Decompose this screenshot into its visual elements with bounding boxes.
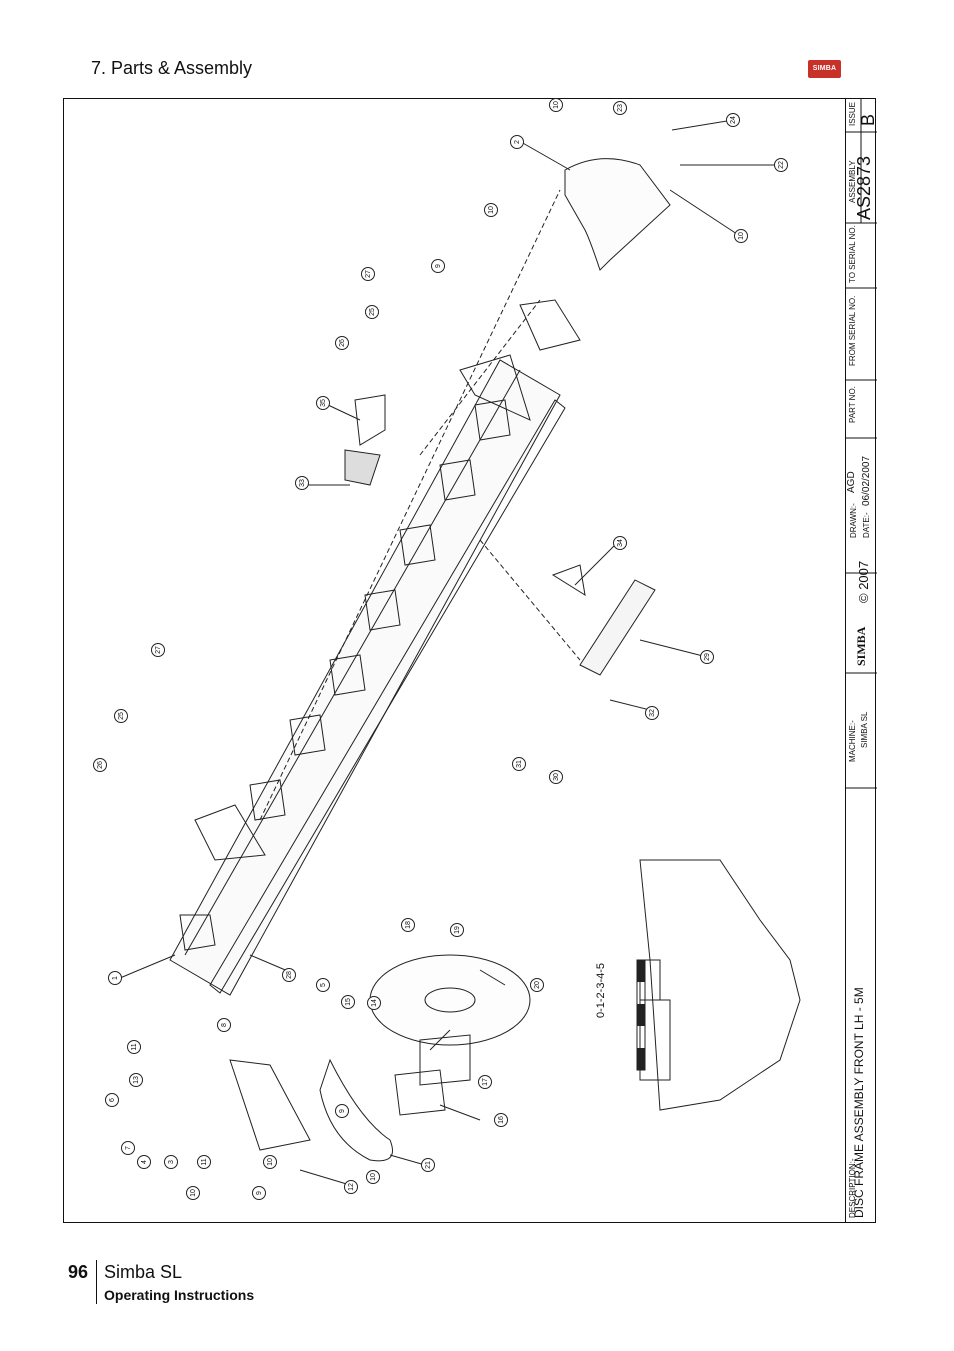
hub-17 — [419, 1034, 471, 1086]
disc-18 — [369, 954, 531, 1046]
bracket-35 — [354, 394, 386, 446]
disc-arm-8 — [229, 1059, 311, 1151]
callout-balloon: 9 — [431, 259, 445, 273]
date-label: DATE:- — [862, 512, 871, 538]
mounting-plate — [519, 299, 581, 351]
callout-balloon: 20 — [530, 978, 544, 992]
callout-balloon: 30 — [549, 770, 563, 784]
machine-label: MACHINE:- — [848, 720, 857, 762]
issue-label: ISSUE — [848, 101, 857, 126]
callout-balloon: 10 — [366, 1170, 380, 1184]
callout-balloon: 11 — [197, 1155, 211, 1169]
main-beam — [169, 359, 561, 996]
section-title: 7. Parts & Assembly — [91, 58, 253, 78]
callout-balloon: 3 — [164, 1155, 178, 1169]
scale-bar — [636, 959, 646, 1071]
bracket-16 — [394, 1069, 446, 1116]
callout-balloon: 14 — [367, 996, 381, 1010]
scale-label: 0-1-2-3-4-5 — [595, 962, 607, 1018]
callout-balloon: 10 — [549, 98, 563, 112]
callout-balloon: 26 — [93, 758, 107, 772]
page-number: 96 — [68, 1262, 89, 1282]
drawing-frame — [63, 98, 876, 1223]
document-title: Operating Instructions — [104, 1287, 255, 1303]
callout-balloon: 9 — [335, 1104, 349, 1118]
callout-balloon: 33 — [295, 476, 309, 490]
part-no-label: PART NO. — [848, 386, 857, 423]
callout-balloon: 18 — [401, 918, 415, 932]
simba-logo: SIMBA — [808, 60, 841, 78]
issue-value: B — [858, 113, 878, 126]
callout-balloon: 17 — [478, 1075, 492, 1089]
callout-balloon: 27 — [361, 267, 375, 281]
beam-lugs — [179, 399, 511, 951]
title-block-logo: SIMBA — [854, 626, 868, 666]
end-plate — [194, 804, 266, 861]
callout-balloon: 9 — [252, 1186, 266, 1200]
machine-value: SIMBA SL — [860, 711, 869, 748]
spring-arm-21 — [319, 1058, 393, 1162]
callout-balloon: 29 — [700, 650, 714, 664]
callout-balloon: 1 — [108, 971, 122, 985]
callout-balloon: 34 — [613, 536, 627, 550]
callout-balloon: 10 — [263, 1155, 277, 1169]
callout-balloon: 8 — [217, 1018, 231, 1032]
callout-balloon: 25 — [114, 709, 128, 723]
detail-view — [639, 859, 801, 1111]
callout-balloon: 10 — [734, 229, 748, 243]
callout-balloon: 11 — [127, 1040, 141, 1054]
callout-balloon: 7 — [121, 1141, 135, 1155]
drawn-value: AGD — [846, 471, 857, 493]
callout-balloon: 16 — [494, 1113, 508, 1127]
callout-balloon: 15 — [341, 995, 355, 1009]
mounting-bracket-2 — [564, 158, 671, 271]
callout-balloon: 5 — [316, 978, 330, 992]
callout-balloon: 31 — [512, 757, 526, 771]
callout-balloon: 6 — [105, 1093, 119, 1107]
product-name: Simba SL — [104, 1262, 183, 1282]
callout-balloon: 4 — [137, 1155, 151, 1169]
copyright: © 2007 — [856, 560, 871, 603]
title-block: ISSUE B ASSEMBLY AS2873 TO SERIAL NO. FR… — [845, 98, 878, 1223]
callout-balloon: 13 — [129, 1073, 143, 1087]
callout-balloon: 24 — [726, 113, 740, 127]
callout-balloon: 19 — [450, 923, 464, 937]
callout-balloon: 22 — [774, 158, 788, 172]
to-serial-label: TO SERIAL NO. — [848, 225, 857, 283]
callout-balloon: 21 — [421, 1158, 435, 1172]
description-value: DISC FRAME ASSEMBLY FRONT LH - 5M — [852, 987, 866, 1218]
callout-balloon: 35 — [316, 396, 330, 410]
drawn-label: DRAWN:- — [849, 503, 858, 538]
callout-balloon: 27 — [151, 643, 165, 657]
plate-33 — [344, 449, 381, 486]
assembly-number: AS2873 — [854, 155, 874, 220]
bracket-34 — [551, 564, 586, 597]
callout-balloon: 2 — [510, 135, 524, 149]
callout-balloon: 12 — [344, 1180, 358, 1194]
callout-balloon: 28 — [282, 968, 296, 982]
from-serial-label: FROM SERIAL NO. — [848, 295, 857, 366]
callout-balloon: 26 — [335, 336, 349, 350]
arm-29 — [579, 579, 656, 676]
date-value: 06/02/2007 — [861, 455, 872, 506]
callout-balloon: 10 — [484, 203, 498, 217]
callout-balloon: 23 — [613, 101, 627, 115]
callout-balloon: 10 — [186, 1186, 200, 1200]
callout-balloon: 32 — [645, 706, 659, 720]
footer-divider — [96, 1260, 97, 1304]
callout-balloon: 25 — [365, 305, 379, 319]
